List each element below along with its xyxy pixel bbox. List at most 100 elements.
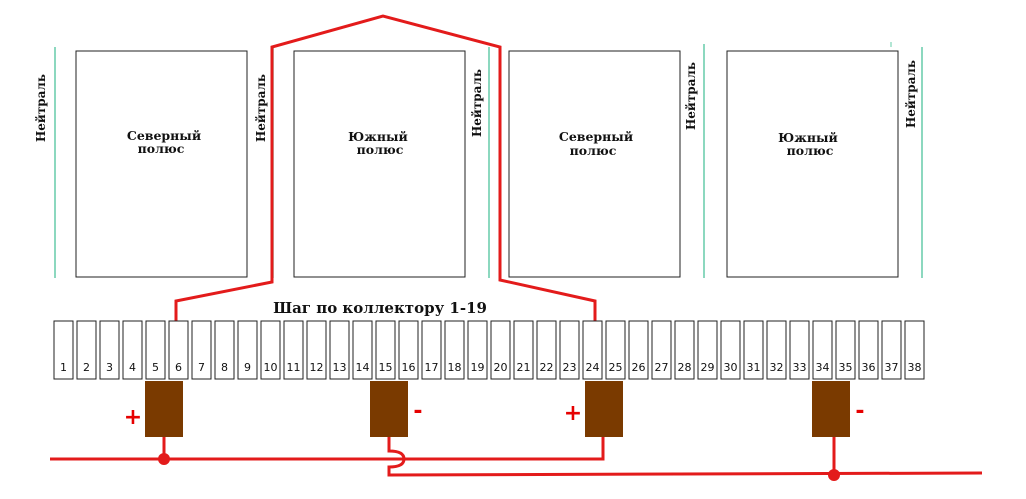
- commutator-segment-30: [720, 320, 741, 380]
- commutator-segment-5: [145, 320, 166, 380]
- segment-number-12: 12: [310, 361, 324, 374]
- commutator-segment-28: [674, 320, 695, 380]
- commutator-segment-17: [421, 320, 442, 380]
- segment-number-18: 18: [448, 361, 462, 374]
- segment-number-9: 9: [244, 361, 251, 374]
- neutral-label-4: Нейтраль: [684, 62, 698, 130]
- segment-number-15: 15: [379, 361, 393, 374]
- commutator-segment-8: [214, 320, 235, 380]
- commutator-segment-21: [513, 320, 534, 380]
- commutator-segment-36: [858, 320, 879, 380]
- commutator-segment-4: [122, 320, 143, 380]
- title: Шаг по коллектору 1-19: [273, 299, 487, 317]
- commutator-segment-35: [835, 320, 856, 380]
- pole-label-1-line2: полюс: [138, 141, 185, 156]
- pole-label-4-line2: полюс: [787, 143, 834, 158]
- segment-number-17: 17: [425, 361, 439, 374]
- segment-number-34: 34: [816, 361, 830, 374]
- commutator-segment-20: [490, 320, 511, 380]
- commutator-segment-2: [76, 320, 97, 380]
- segment-number-1: 1: [60, 361, 67, 374]
- brush-15: [370, 381, 408, 437]
- brush-5: [145, 381, 183, 437]
- pole-label-4-line1: Южный: [778, 130, 838, 145]
- commutator-segment-25: [605, 320, 626, 380]
- commutator-segment-26: [628, 320, 649, 380]
- segment-number-20: 20: [494, 361, 508, 374]
- segment-number-11: 11: [287, 361, 301, 374]
- pole-label-2-line1: Южный: [348, 129, 408, 144]
- plus-bus-wire: [50, 437, 605, 461]
- commutator-segment-34: [812, 320, 833, 380]
- segment-number-5: 5: [152, 361, 159, 374]
- pole-label-1-line1: Северный: [127, 128, 201, 143]
- commutator-segment-15: [375, 320, 396, 380]
- commutator-segment-32: [766, 320, 787, 380]
- commutator-segment-29: [697, 320, 718, 380]
- commutator-segment-12: [306, 320, 327, 380]
- commutator-segment-24: [582, 320, 603, 380]
- neutral-label-5: Нейтраль: [904, 60, 918, 128]
- segment-number-2: 2: [83, 361, 90, 374]
- commutator-segment-18: [444, 320, 465, 380]
- pole-box-1: [75, 50, 248, 278]
- segment-number-32: 32: [770, 361, 784, 374]
- neutral-label-2: Нейтраль: [254, 74, 268, 142]
- commutator-segment-38: [904, 320, 925, 380]
- segment-number-7: 7: [198, 361, 205, 374]
- commutator-segment-31: [743, 320, 764, 380]
- neutral-label-1: Нейтраль: [34, 74, 48, 142]
- minus-bus-wire: [387, 437, 983, 477]
- brush-15-sign: -: [413, 399, 422, 424]
- segment-number-30: 30: [724, 361, 738, 374]
- commutator-segment-1: [53, 320, 74, 380]
- segment-number-4: 4: [129, 361, 136, 374]
- segment-number-10: 10: [264, 361, 278, 374]
- pole-box-3: [508, 50, 681, 278]
- pole-box-4: [726, 50, 899, 278]
- commutator-segment-37: [881, 320, 902, 380]
- commutator-segment-6: [168, 320, 189, 380]
- pole-box-2: [293, 50, 466, 278]
- segment-number-13: 13: [333, 361, 347, 374]
- segment-number-6: 6: [175, 361, 182, 374]
- commutator-segment-14: [352, 320, 373, 380]
- segment-number-22: 22: [540, 361, 554, 374]
- commutator-segment-9: [237, 320, 258, 380]
- segment-number-29: 29: [701, 361, 715, 374]
- commutator-segment-10: [260, 320, 281, 380]
- brush-5-sign: +: [124, 405, 142, 430]
- segment-number-33: 33: [793, 361, 807, 374]
- segment-number-31: 31: [747, 361, 761, 374]
- segment-number-35: 35: [839, 361, 853, 374]
- brush-24-sign: +: [564, 401, 582, 426]
- pole-label-3-line2: полюс: [570, 143, 617, 158]
- segment-number-24: 24: [586, 361, 600, 374]
- brush-24: [585, 381, 623, 437]
- segment-number-23: 23: [563, 361, 577, 374]
- segment-number-25: 25: [609, 361, 623, 374]
- pole-label-3-line1: Северный: [559, 129, 633, 144]
- commutator-segment-3: [99, 320, 120, 380]
- winding-wire: [174, 14, 597, 322]
- commutator-segment-13: [329, 320, 350, 380]
- segment-number-21: 21: [517, 361, 531, 374]
- segment-number-38: 38: [908, 361, 922, 374]
- commutator-segment-33: [789, 320, 810, 380]
- segment-number-3: 3: [106, 361, 113, 374]
- junction-minus: [828, 469, 840, 481]
- junction-plus: [158, 453, 170, 465]
- segment-number-19: 19: [471, 361, 485, 374]
- commutator-segment-22: [536, 320, 557, 380]
- segment-number-16: 16: [402, 361, 416, 374]
- segment-number-37: 37: [885, 361, 899, 374]
- brush-34-sign: -: [855, 399, 864, 424]
- segment-number-28: 28: [678, 361, 692, 374]
- pole-label-2-line2: полюс: [357, 142, 404, 157]
- segment-number-36: 36: [862, 361, 876, 374]
- segment-number-8: 8: [221, 361, 228, 374]
- segment-number-26: 26: [632, 361, 646, 374]
